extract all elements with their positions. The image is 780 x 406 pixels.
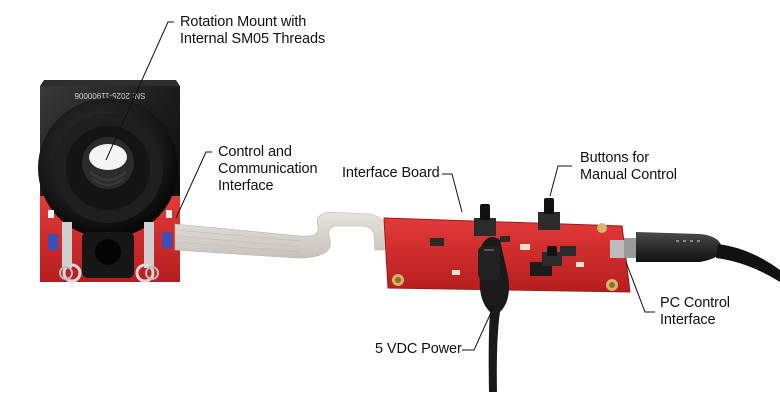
manual-button-1 [474,204,496,236]
leader-pc-control [625,261,655,313]
usb-plug [636,232,722,262]
leader-lines [105,21,655,351]
sm05-bore [89,144,127,170]
usb-cable [624,232,780,282]
callout-interface-board-line1: Interface Board [342,165,440,181]
callout-buttons: Buttons for Manual Control [580,150,677,184]
callout-control-interface-line1: Control and [218,144,292,160]
rotation-mount: SN: 2025-11900006 [38,80,180,283]
spring-clip-right [135,222,159,283]
serial-label: SN: 2025-11900006 [74,91,146,100]
callout-interface-board: Interface Board [342,165,440,182]
manual-button-3 [542,246,562,266]
callout-rotation-mount-line1: Rotation Mount with [180,14,307,30]
callout-rotation-mount-line2: Internal SM05 Threads [180,31,326,47]
callout-control-interface-line3: Interface [218,178,274,194]
callout-control-interface: Control and Communication Interface [218,144,318,195]
callout-rotation-mount: Rotation Mount with Internal SM05 Thread… [180,14,325,48]
callout-buttons-line1: Buttons for [580,150,650,166]
callout-buttons-line2: Manual Control [580,167,677,183]
callout-pc-control-line2: Interface [660,312,716,328]
callout-power: 5 VDC Power [375,341,462,358]
manual-button-2 [538,198,560,230]
power-plug [478,246,500,280]
power-cable [478,237,509,392]
callout-pc-control-line1: PC Control [660,295,730,311]
interface-board [383,198,631,293]
leader-rotation-mount [105,21,174,161]
usb-port [610,240,626,258]
leader-control-interface [175,151,212,219]
ribbon-cable [174,211,421,265]
leader-interface-board [442,173,463,213]
spring-clip-left [59,222,82,283]
leader-buttons [549,165,572,197]
leader-power [462,305,495,351]
callout-power-line1: 5 VDC Power [375,341,462,357]
callout-pc-control: PC Control Interface [660,295,730,329]
callout-control-interface-line2: Communication [218,161,318,177]
